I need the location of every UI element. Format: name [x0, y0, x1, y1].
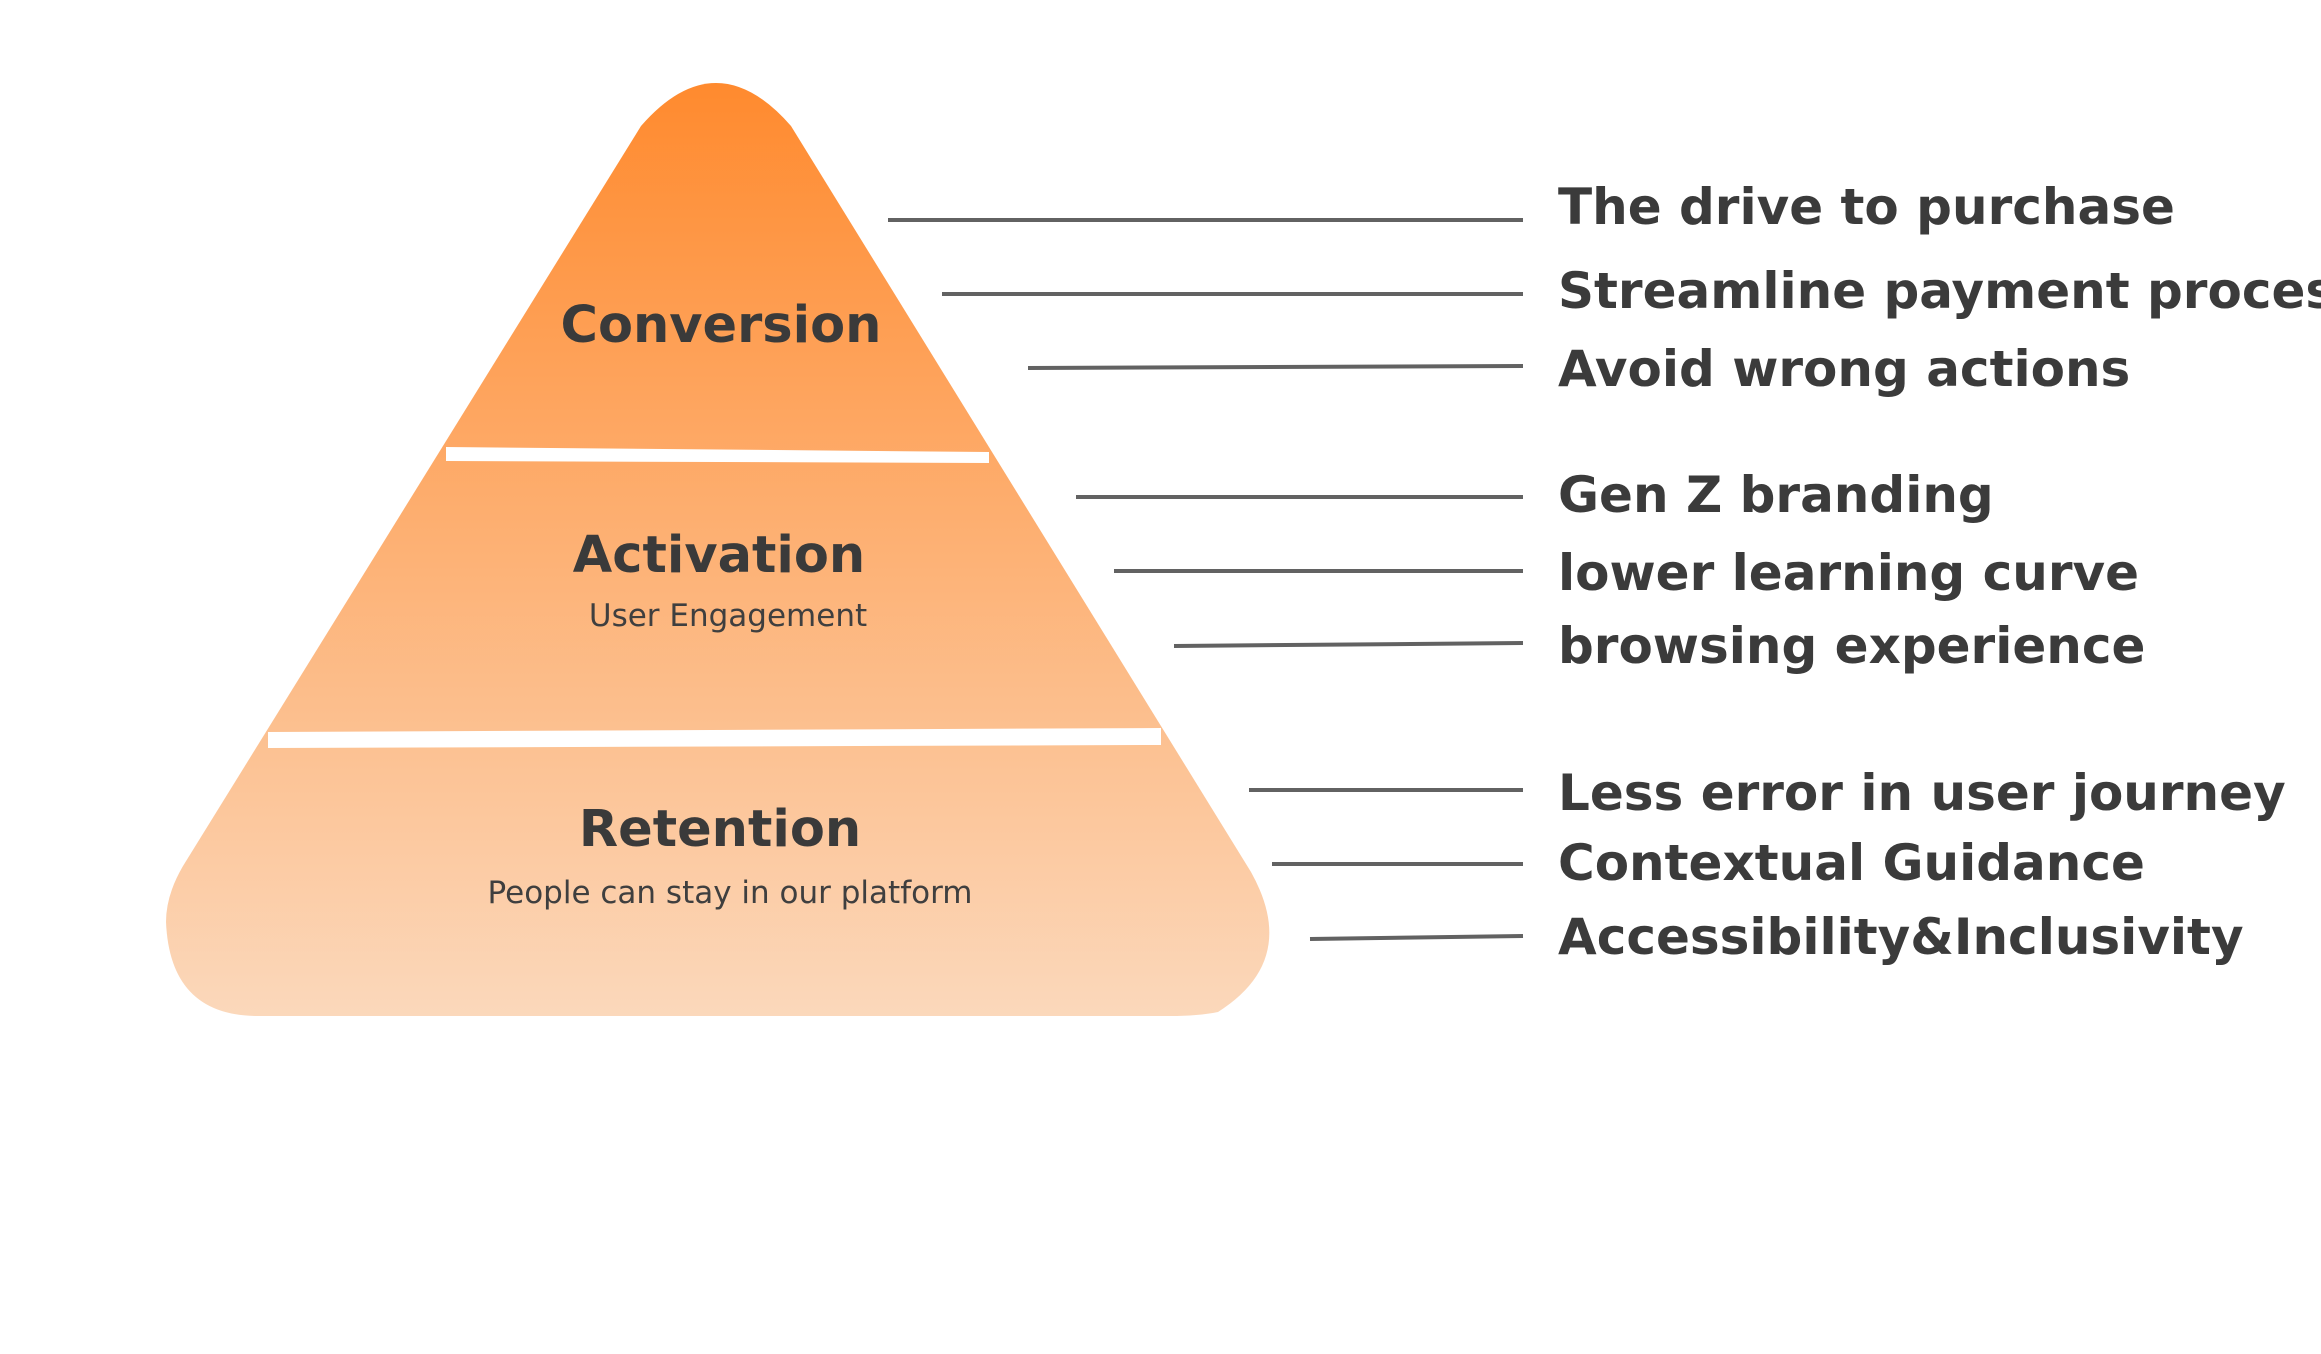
item-label: browsing experience	[1558, 617, 2146, 675]
tier-subtitle-retention: People can stay in our platform	[487, 875, 973, 911]
separator-activation-retention	[268, 728, 1161, 748]
separator-conversion-activation	[446, 447, 989, 463]
item-label: Avoid wrong actions	[1558, 340, 2131, 398]
item-label: Gen Z branding	[1558, 466, 1994, 524]
tier-title-activation: Activation	[572, 526, 866, 585]
leader-lines	[888, 218, 1524, 941]
item-label: Less error in user journey	[1558, 764, 2286, 822]
tier-subtitle-activation: User Engagement	[588, 598, 868, 634]
item-label: Streamline payment process	[1558, 262, 2321, 320]
leader-line	[1027, 364, 1524, 370]
leader-line	[1173, 641, 1524, 648]
item-label: The drive to purchase	[1558, 178, 2175, 236]
item-label: Accessibility&Inclusivity	[1558, 908, 2244, 966]
tier-title-retention: Retention	[578, 800, 862, 859]
leader-line	[1309, 934, 1524, 941]
item-label: lower learning curve	[1558, 544, 2140, 602]
pyramid-shape	[166, 83, 1270, 1016]
tier-title-conversion: Conversion	[560, 296, 882, 355]
item-label: Contextual Guidance	[1558, 834, 2145, 892]
